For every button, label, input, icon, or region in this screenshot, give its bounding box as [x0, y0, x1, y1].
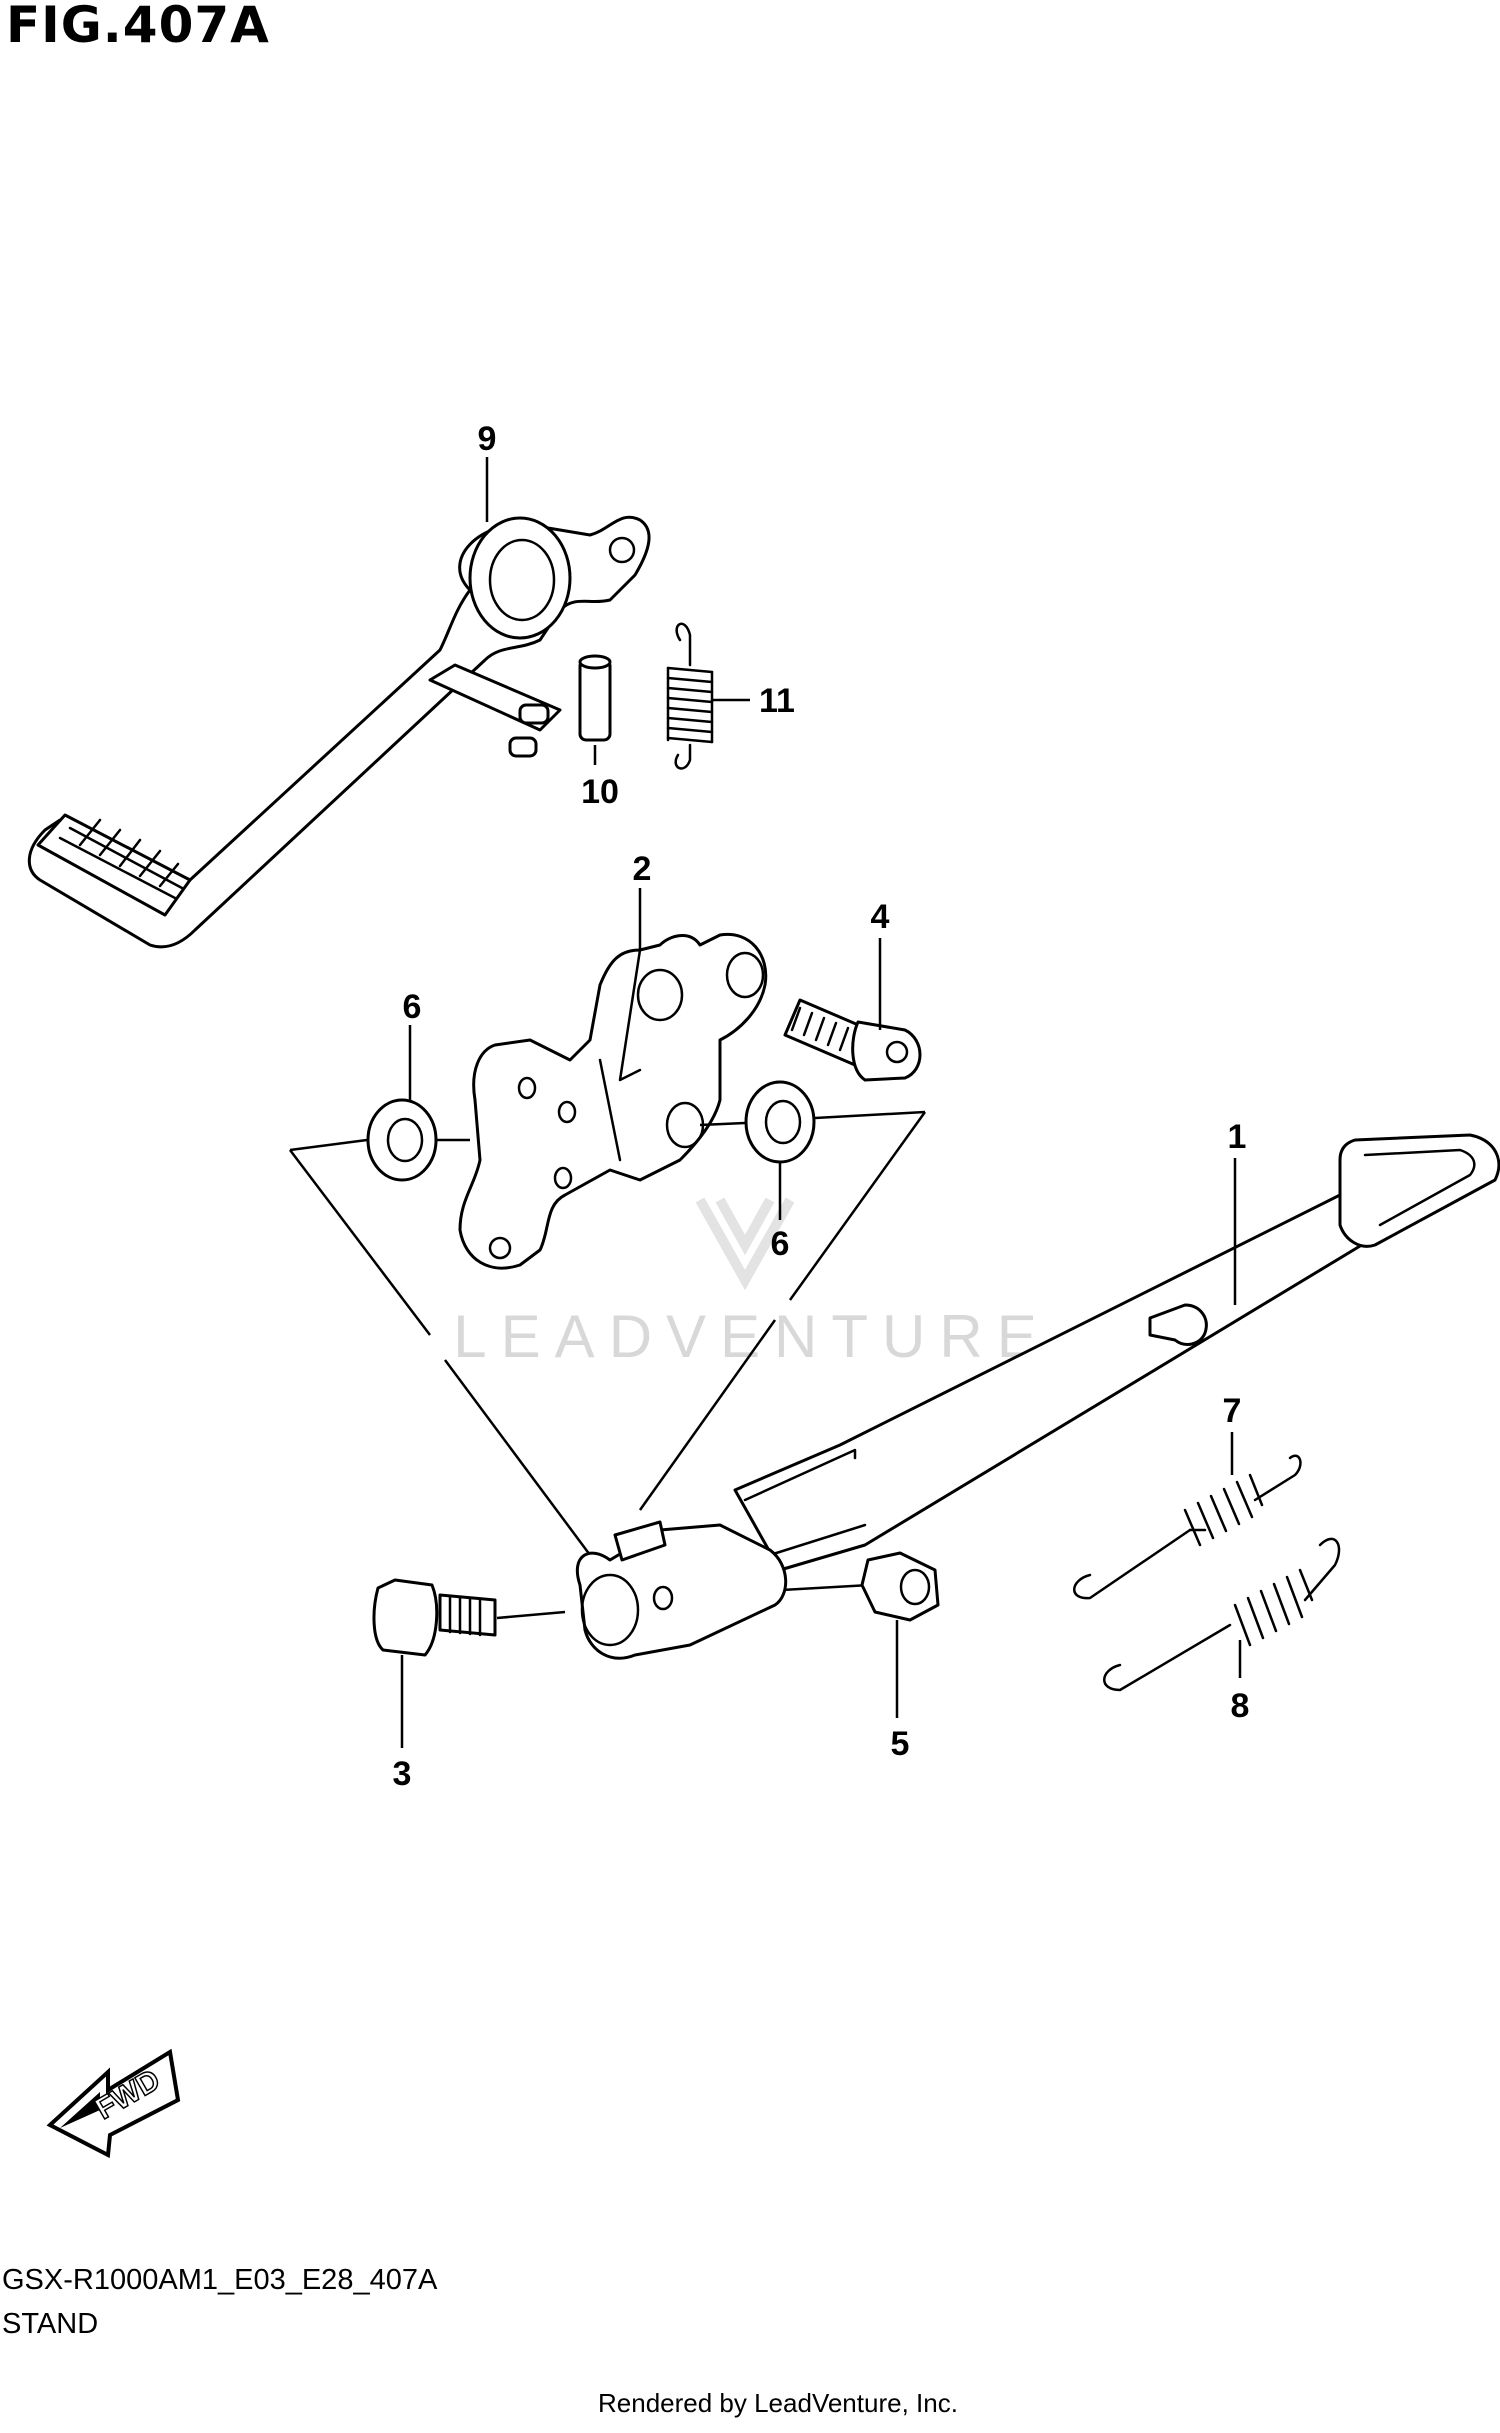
collar-body — [578, 658, 612, 742]
assembly-line — [289, 1138, 368, 1152]
spring-hook — [1303, 1537, 1341, 1602]
watermark: LEADVENTURE — [453, 1197, 1050, 1370]
spring-hook — [675, 622, 692, 667]
callout-5: 5 — [891, 1725, 910, 1763]
callout-8: 8 — [1231, 1687, 1250, 1725]
part-5-nut[interactable] — [860, 1551, 940, 1622]
part-10-collar[interactable] — [578, 654, 612, 742]
bracket-hole — [725, 951, 765, 999]
callouts: 1 2 3 4 5 6 6 7 8 9 10 11 — [393, 420, 1250, 1793]
callout-6-left: 6 — [403, 988, 422, 1026]
assembly-line — [638, 1111, 927, 1511]
bracket-hole — [517, 1076, 537, 1100]
stand-foot — [1338, 1133, 1500, 1248]
bracket-body — [458, 932, 768, 1270]
nut-hole — [899, 1568, 931, 1606]
spring-coils — [1183, 1473, 1264, 1547]
washer-inner — [386, 1117, 424, 1163]
pedal-bore — [488, 538, 556, 622]
spring-hook — [674, 743, 692, 770]
pivot-bolt-head — [372, 1578, 439, 1657]
part-3-pivot-bolt[interactable] — [372, 1578, 497, 1657]
part-6-washer-left[interactable] — [366, 1098, 438, 1182]
spring-body — [666, 666, 714, 744]
pedal-clevis-hole — [608, 536, 636, 564]
callout-6-right: 6 — [771, 1225, 790, 1263]
pedal-pin — [518, 703, 550, 725]
spring-coils — [666, 666, 714, 744]
assembly-line — [496, 1610, 566, 1620]
part-2-bracket[interactable] — [458, 932, 768, 1270]
bracket-edge — [598, 948, 642, 1162]
figure-code: GSX-R1000AM1_E03_E28_407A — [2, 2264, 438, 2296]
part-1-side-stand[interactable] — [575, 1133, 1500, 1660]
callout-4: 4 — [871, 898, 890, 936]
bolt-thread — [790, 1006, 850, 1052]
assembly-line — [814, 1110, 926, 1120]
assembly-line — [289, 1149, 592, 1556]
callout-11: 11 — [759, 682, 795, 720]
watermark-logo-icon — [695, 1197, 795, 1291]
part-4-bolt[interactable] — [783, 998, 922, 1082]
callout-3: 3 — [393, 1755, 412, 1793]
stand-pivot-hole — [580, 1573, 640, 1647]
watermark-text: LEADVENTURE — [453, 1303, 1050, 1370]
figure-title: FIG.407A — [6, 0, 270, 54]
pivot-bolt-shank — [438, 1593, 497, 1637]
part-11-spring[interactable] — [666, 622, 714, 770]
stand-pivot-end — [575, 1523, 788, 1660]
bracket-hole — [488, 1236, 512, 1260]
stand-foot-edge — [1363, 1148, 1476, 1227]
callout-1: 1 — [1228, 1118, 1247, 1156]
spring-hook — [1253, 1454, 1302, 1502]
pedal-pin — [508, 736, 538, 758]
part-7-spring[interactable] — [1073, 1454, 1302, 1600]
stand-leg-edge — [743, 1448, 867, 1557]
part-8-spring[interactable] — [1103, 1537, 1341, 1692]
bracket-hole — [557, 1100, 577, 1124]
figure-name: STAND — [2, 2308, 99, 2340]
spring-hook — [1103, 1623, 1232, 1692]
spring-coils — [1233, 1568, 1314, 1647]
pedal-pad-grip — [58, 818, 184, 900]
callout-2: 2 — [633, 850, 652, 888]
spring-hook — [1073, 1528, 1192, 1600]
assembly-line — [699, 1121, 746, 1127]
washer-outer — [744, 1080, 816, 1164]
washer-outer — [366, 1098, 438, 1182]
callout-9: 9 — [478, 420, 497, 458]
callout-10: 10 — [581, 773, 619, 811]
fwd-arrow: FWD — [46, 2048, 181, 2159]
fwd-arrow-outline-icon — [46, 2048, 181, 2159]
leader-lines — [400, 457, 1242, 1748]
callout-7: 7 — [1223, 1392, 1242, 1430]
part-9-brake-pedal[interactable] — [27, 515, 651, 949]
stand-pin — [1148, 1303, 1208, 1346]
bolt-center — [885, 1040, 909, 1064]
washer-inner — [764, 1099, 802, 1145]
part-6-washer-right[interactable] — [744, 1080, 816, 1164]
pivot-bolt-thread — [448, 1595, 482, 1637]
collar-top — [578, 654, 612, 670]
stand-spring-hole — [652, 1585, 674, 1611]
stand-spring-tab — [613, 1520, 667, 1562]
stand-leg — [733, 1180, 1403, 1572]
fwd-arrow-head-icon — [60, 2092, 100, 2128]
bracket-hole — [553, 1166, 573, 1190]
bracket-hole — [636, 968, 684, 1022]
render-credit: Rendered by LeadVenture, Inc. — [598, 2388, 958, 2418]
